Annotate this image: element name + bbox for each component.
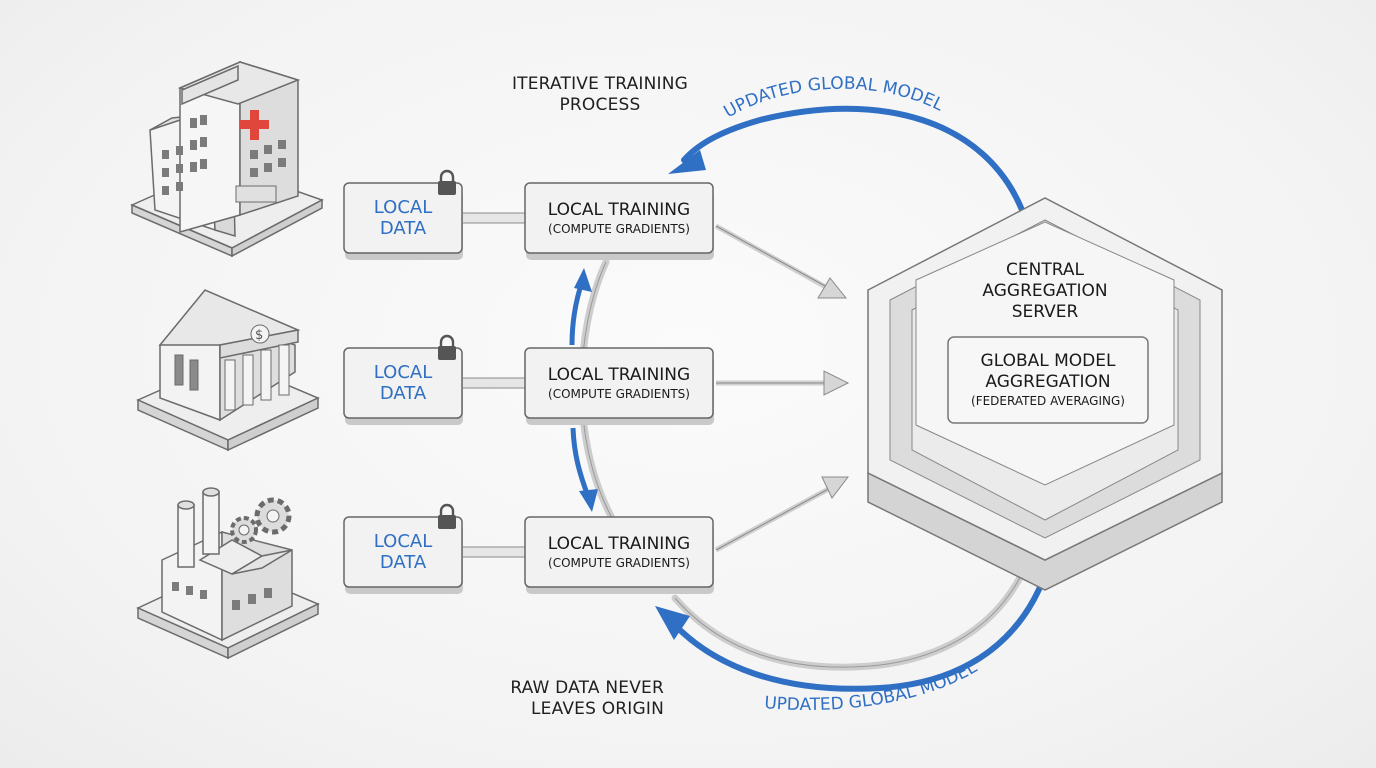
loop-blue-arrow-up: [569, 281, 585, 346]
aggregation-sub: (FEDERATED AVERAGING): [971, 394, 1125, 408]
hospital-icon: [130, 60, 324, 258]
iterative-note-line1: ITERATIVE TRAINING: [511, 74, 689, 94]
local-training-title-2: LOCAL TRAINING: [548, 365, 690, 385]
data-connectors: [461, 212, 527, 558]
factory-windows: [172, 582, 272, 610]
aggregation-title-1: GLOBAL MODEL: [981, 351, 1116, 371]
local-training-title-1: LOCAL TRAINING: [548, 200, 690, 220]
raw-data-note: RAW DATA NEVER LEAVES ORIGIN: [490, 678, 664, 720]
top-update-arc: [681, 105, 1025, 213]
iterative-training-note: ITERATIVE TRAINING PROCESS: [510, 74, 690, 116]
global-aggregation-box: [947, 336, 1149, 424]
bank-dollar-sign: $: [250, 324, 270, 344]
gear-icon: [230, 497, 292, 544]
local-training-sub-1: (COMPUTE GRADIENTS): [548, 222, 690, 236]
hospital-windows: [162, 115, 286, 203]
top-update-arrowhead: [668, 150, 706, 174]
upload-arrows: [714, 223, 850, 553]
raw-note-line1: RAW DATA NEVER: [510, 678, 664, 698]
aggregation-title-2: AGGREGATION: [985, 372, 1110, 392]
factory-icon: [136, 487, 320, 660]
local-data-boxes: [343, 182, 463, 594]
local-training-title-3: LOCAL TRAINING: [548, 534, 690, 554]
local-data-label-3: LOCAL: [374, 531, 432, 552]
local-data-label-1: LOCAL: [374, 197, 432, 218]
server-title-1: CENTRAL: [1006, 260, 1084, 280]
training-boxes: [524, 182, 714, 594]
bank-columns: [174, 344, 290, 411]
local-training-sub-2: (COMPUTE GRADIENTS): [548, 387, 690, 401]
red-cross-icon: [240, 110, 269, 140]
local-data-label-1b: DATA: [380, 218, 427, 239]
server-title-3: SERVER: [1012, 302, 1079, 322]
lock-icon: [438, 169, 456, 195]
local-data-label-3b: DATA: [380, 552, 427, 573]
iterative-note-line2: PROCESS: [559, 95, 641, 115]
local-data-label-2b: DATA: [380, 383, 427, 404]
local-training-sub-3: (COMPUTE GRADIENTS): [548, 556, 690, 570]
loop-blue-arrow-down: [570, 427, 591, 497]
lock-icon: [438, 334, 456, 360]
svg-text:$: $: [255, 328, 263, 343]
server-title-2: AGGREGATION: [982, 281, 1107, 301]
raw-note-line2: LEAVES ORIGIN: [530, 699, 664, 719]
lock-icon: [438, 503, 456, 529]
local-data-label-2: LOCAL: [374, 362, 432, 383]
bottom-update-arrowhead: [655, 606, 690, 640]
